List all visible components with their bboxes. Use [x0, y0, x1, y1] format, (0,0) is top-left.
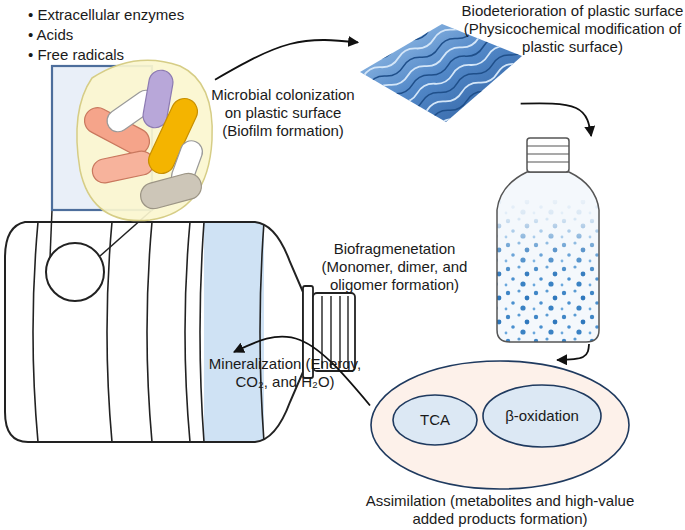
- bottle-rib: [107, 222, 112, 442]
- bottle-rib: [147, 222, 152, 442]
- cap-thread: [527, 145, 569, 146]
- node-text: TCA: [420, 411, 450, 429]
- mineralization-stage: Mineralization (Energy, CO₂, and H₂O): [200, 352, 370, 394]
- node-text: • Free radicals: [28, 46, 238, 64]
- ellipse-shape: [483, 385, 601, 447]
- surface-ridge: [359, 61, 538, 160]
- bottle-rib: [185, 222, 190, 442]
- bottle-rib: [33, 222, 38, 442]
- flow-arrow: [557, 344, 589, 360]
- bottle-rib: [200, 222, 204, 442]
- pathway-ellipse: β-oxidation: [482, 384, 602, 448]
- plastic-bottle: [5, 210, 355, 445]
- node-text: • Extracellular enzymes: [28, 6, 238, 24]
- fragmented-bottle: [490, 138, 610, 350]
- flow-arrow: [215, 40, 358, 80]
- biofilm-matrix: [77, 60, 212, 220]
- node-text: • Acids: [28, 26, 238, 44]
- node-text: Mineralization (Energy, CO₂, and H₂O): [200, 355, 370, 391]
- node-text: β-oxidation: [505, 407, 579, 425]
- surface-stage: Biodeterioration of plastic surface (Phy…: [358, 22, 524, 124]
- zoom-circle: [46, 243, 104, 301]
- surface-ridge: [355, 52, 534, 151]
- zoom-line: [50, 210, 52, 258]
- flow-arrow: [234, 337, 370, 406]
- bottle-rib: [260, 222, 264, 442]
- fragmentation-stage: Biofragmenetation (Monomer, dimer, and o…: [494, 136, 602, 344]
- ellipse-shape: [393, 395, 477, 445]
- bacterium: [90, 149, 156, 185]
- flow-arrow: [521, 103, 592, 136]
- surface-ridge: [341, 25, 520, 124]
- cap-thread: [527, 153, 569, 154]
- ellipse-shape: [371, 361, 629, 489]
- biofilm-stage: • Extracellular enzymes• Acids• Free rad…: [52, 60, 215, 224]
- pathway-ellipse: TCA: [392, 394, 478, 446]
- assimilation-ellipse: Assimilation (metabolites and high-value…: [370, 360, 630, 490]
- node-text: Biofragmenetation (Monomer, dimer, and o…: [312, 240, 477, 294]
- cap-threads: [527, 146, 569, 162]
- bottle-outline: [497, 172, 599, 342]
- bottle-label-band: [204, 220, 264, 445]
- surface-ridge: [364, 69, 543, 168]
- node-text: Biodeterioration of plastic surface (Phy…: [460, 2, 685, 56]
- biofilm-inset: [52, 60, 212, 220]
- surface-ridge: [345, 34, 524, 133]
- cap-thread: [527, 161, 569, 162]
- surface-ridge: [369, 78, 548, 177]
- fragment-fade: [490, 190, 610, 280]
- bacterium: [138, 170, 205, 211]
- edge-label: Microbial colonization on plastic surfac…: [208, 86, 358, 140]
- bottle-cap: [527, 138, 569, 172]
- bottle-ribs: [33, 222, 264, 442]
- node-text: Assimilation (metabolites and high-value…: [365, 492, 635, 528]
- surface-ridge: [350, 43, 529, 142]
